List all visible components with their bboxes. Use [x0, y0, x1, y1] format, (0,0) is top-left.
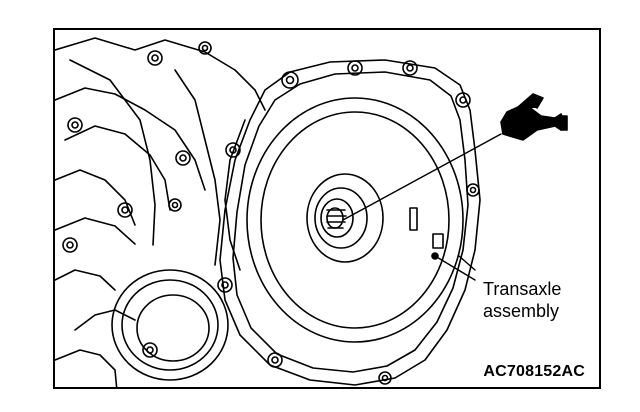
transaxle-illustration — [55, 37, 568, 387]
callout-line-1: Transaxle — [483, 279, 562, 299]
transaxle-assembly-callout: Transaxle assembly — [483, 278, 561, 322]
sealant-gun-icon — [500, 93, 568, 141]
illustration-frame: Transaxle assembly AC708152AC — [53, 28, 601, 389]
callout-line-2: assembly — [483, 301, 560, 321]
figure-code: AC708152AC — [483, 363, 585, 380]
